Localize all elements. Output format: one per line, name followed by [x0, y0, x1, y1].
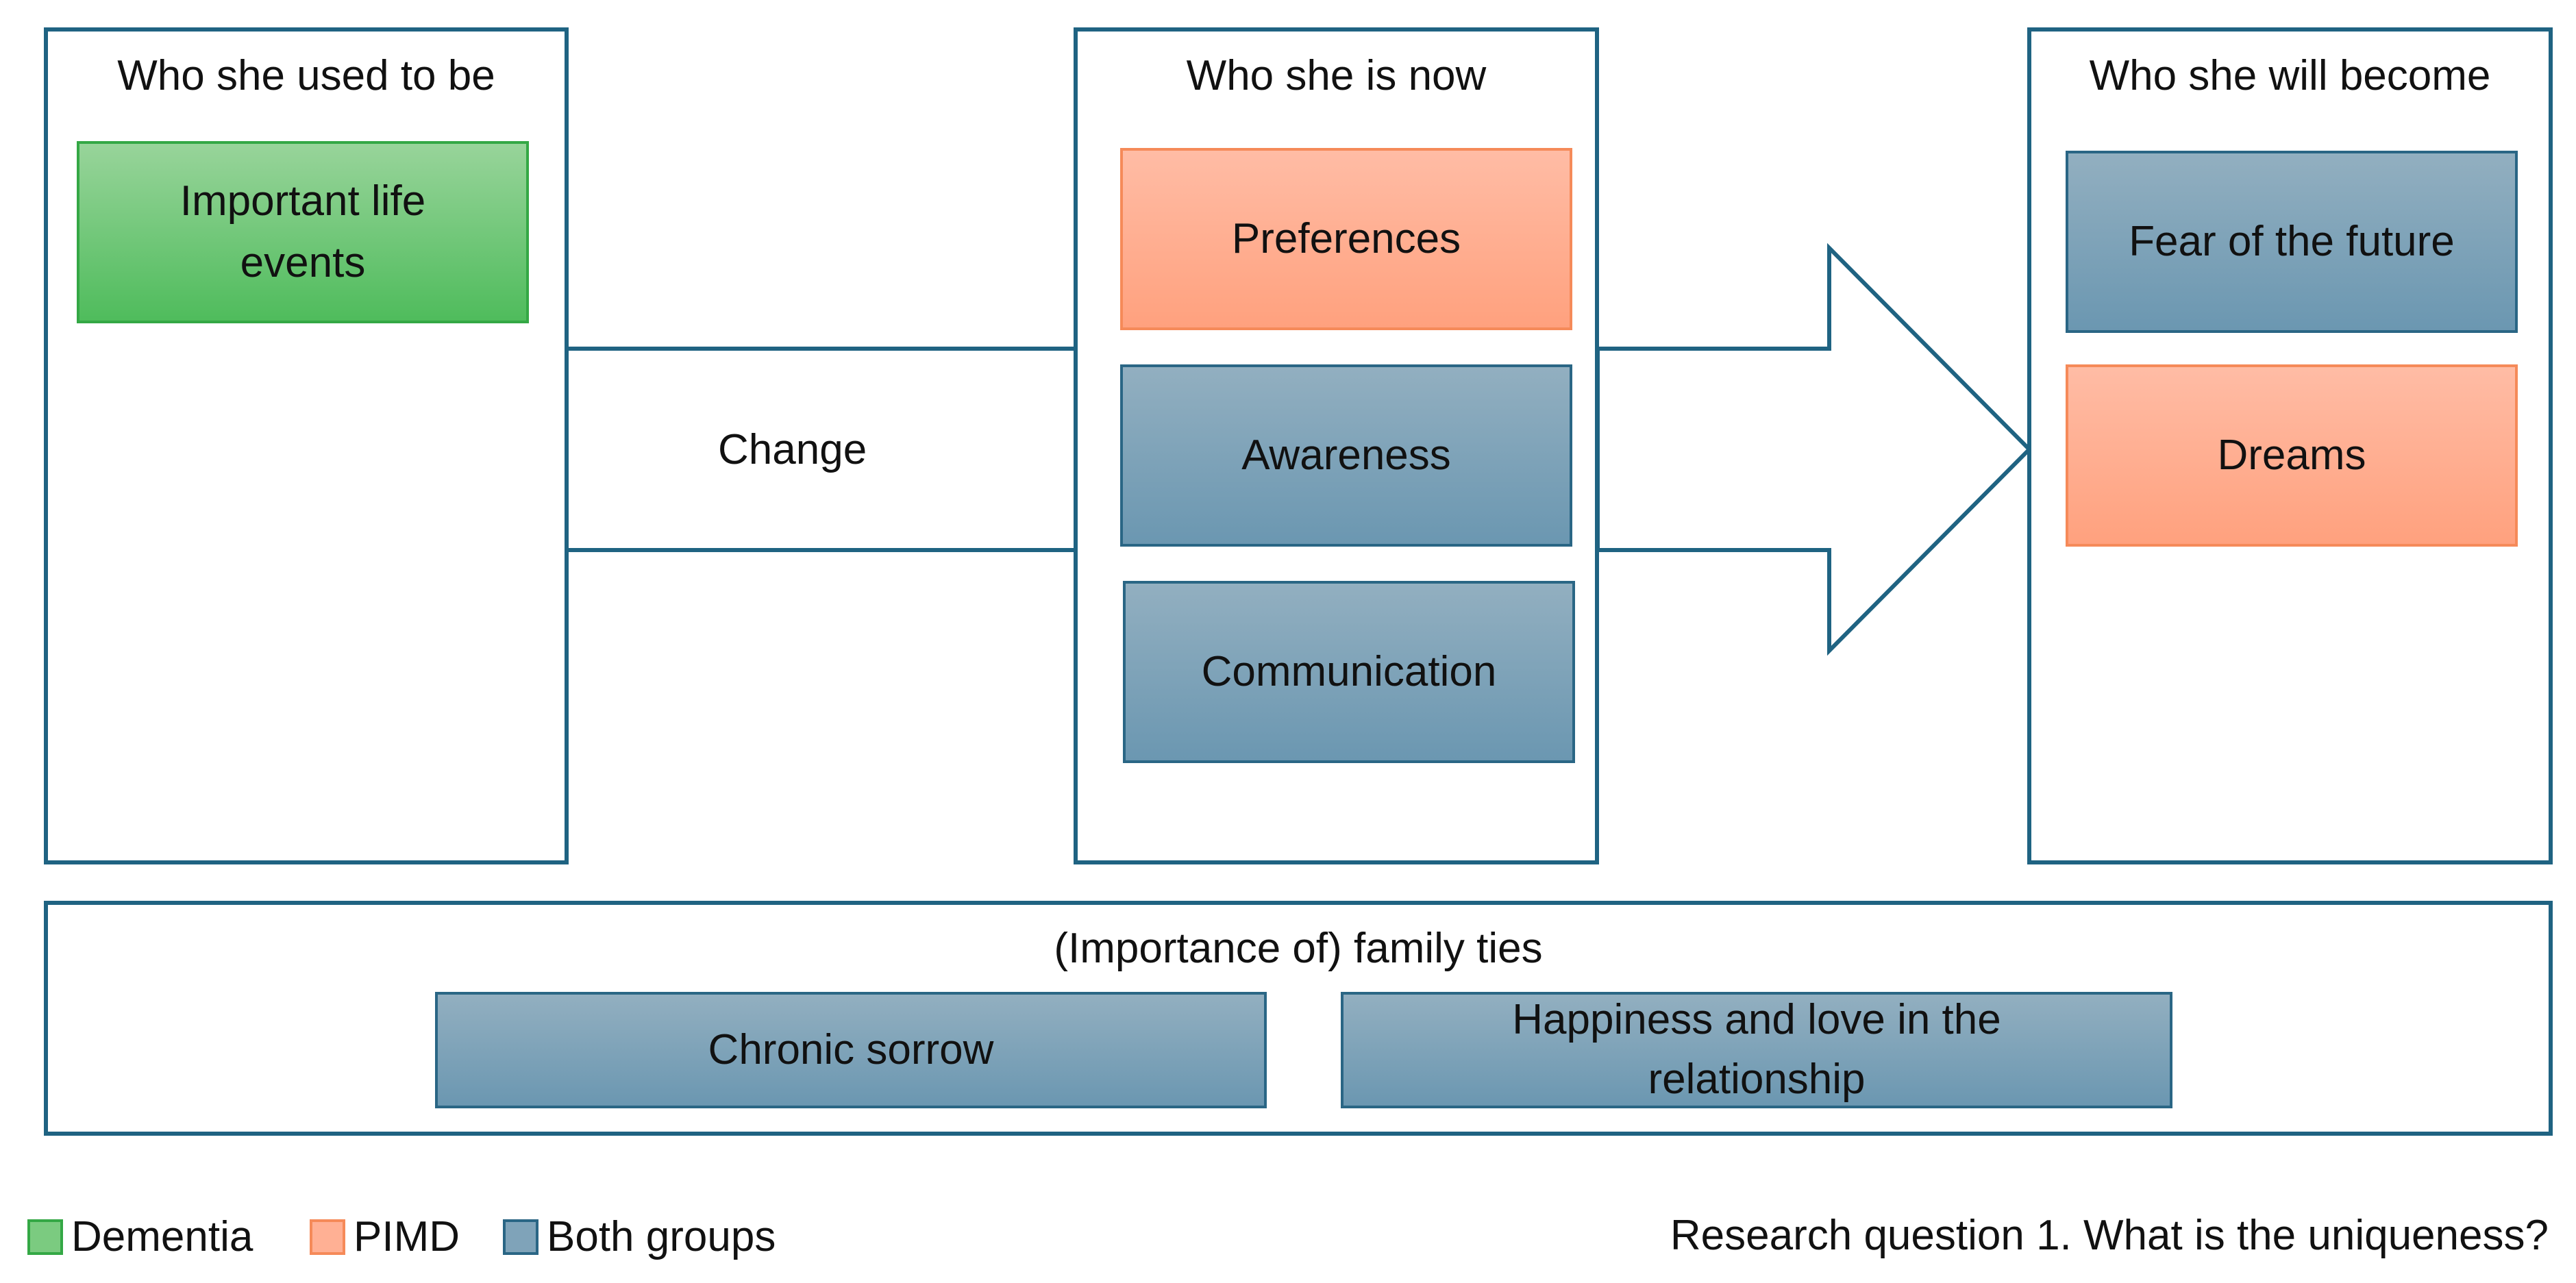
legend-item-pimd: PIMD: [310, 1216, 460, 1258]
legend-label-both-groups: Both groups: [547, 1213, 776, 1260]
legend-item-dementia: Dementia: [27, 1216, 253, 1258]
important-life-events-box: Important life events: [77, 141, 529, 323]
legend-swatch-dementia: [27, 1219, 63, 1255]
future-column-title: Who she will become: [2089, 52, 2491, 99]
preferences-box: Preferences: [1120, 148, 1572, 330]
change-label: Change: [718, 426, 867, 473]
communication-box: Communication: [1123, 581, 1575, 763]
future-arrow: [1596, 242, 2033, 656]
present-column: Who she is now Preferences Awareness Com…: [1074, 27, 1599, 864]
legend-swatch-pimd: [310, 1219, 345, 1255]
legend-label-dementia: Dementia: [71, 1213, 253, 1260]
past-column: Who she used to be Important life events: [44, 27, 569, 864]
chronic-sorrow-box: Chronic sorrow: [435, 992, 1267, 1108]
legend-swatch-both-groups: [503, 1219, 538, 1255]
change-band: [569, 347, 1076, 552]
family-ties-title: (Importance of) family ties: [1054, 925, 1543, 972]
present-column-title: Who she is now: [1186, 52, 1487, 99]
past-column-title: Who she used to be: [117, 52, 495, 99]
research-question-caption: Research question 1. What is the uniquen…: [1670, 1212, 2549, 1259]
legend-item-both-groups: Both groups: [503, 1216, 776, 1258]
family-ties-panel: (Importance of) family ties Chronic sorr…: [44, 901, 2553, 1136]
future-column: Who she will become Fear of the future D…: [2027, 27, 2553, 864]
fear-of-the-future-box: Fear of the future: [2066, 151, 2518, 333]
awareness-box: Awareness: [1120, 364, 1572, 547]
happiness-and-love-box: Happiness and love in the relationship: [1341, 992, 2172, 1108]
legend-label-pimd: PIMD: [354, 1213, 460, 1260]
dreams-box: Dreams: [2066, 364, 2518, 547]
